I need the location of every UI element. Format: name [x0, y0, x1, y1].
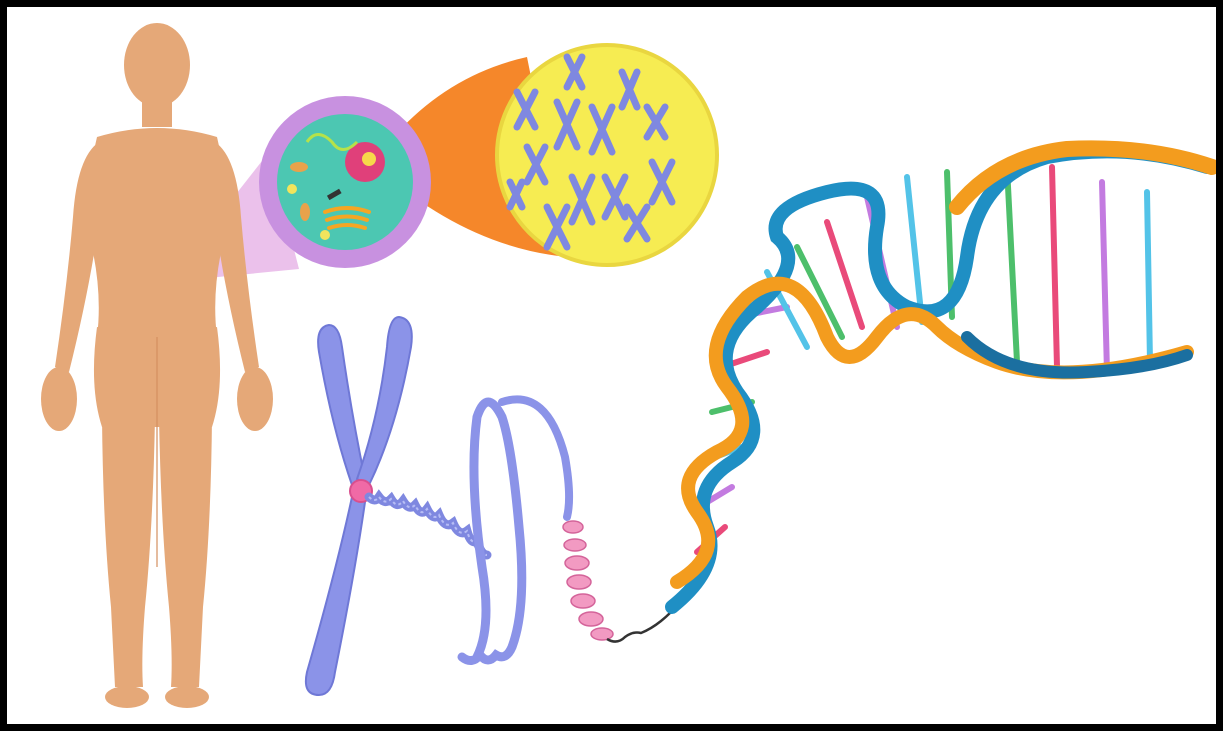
vesicle: [287, 184, 297, 194]
dna-backbone-strand-a: [672, 151, 1207, 607]
nucleosome: [571, 594, 595, 608]
base-pair: [1147, 192, 1150, 362]
cell: [259, 96, 431, 268]
chromatin-coil: [369, 497, 487, 555]
genetics-illustration: [7, 7, 1216, 724]
dna-double-helix: [672, 148, 1212, 607]
left-hand: [41, 367, 77, 431]
mitochondrion-2: [300, 203, 310, 221]
base-pair: [1007, 167, 1017, 362]
right-leg: [159, 417, 212, 687]
chromosome: [306, 317, 487, 695]
base-pair: [1052, 167, 1057, 367]
cell-cytoplasm: [277, 114, 413, 250]
chromosome-upper-right-arm: [357, 317, 412, 485]
left-arm: [55, 142, 99, 372]
torso: [90, 128, 224, 337]
nucleosome: [565, 556, 589, 570]
magnified-chromosomes-lens: [497, 45, 717, 265]
left-foot: [105, 686, 149, 708]
neck: [142, 99, 172, 127]
mitochondrion: [290, 162, 308, 172]
chromosome-upper-left-arm: [318, 325, 365, 485]
nucleosome: [564, 539, 586, 551]
nucleosome: [567, 575, 591, 589]
right-hand: [237, 367, 273, 431]
base-pair: [1102, 182, 1107, 372]
left-leg: [102, 417, 155, 687]
nucleosome: [563, 521, 583, 533]
human-body: [41, 23, 273, 708]
vesicle-2: [320, 230, 330, 240]
base-pair: [907, 177, 922, 322]
right-foot: [165, 686, 209, 708]
nucleolus: [362, 152, 376, 166]
nucleosome: [579, 612, 603, 626]
nucleosome-beads: [563, 521, 613, 640]
head: [124, 23, 190, 107]
nucleosome: [591, 628, 613, 640]
chromosome-lower-left-arm: [306, 497, 365, 695]
